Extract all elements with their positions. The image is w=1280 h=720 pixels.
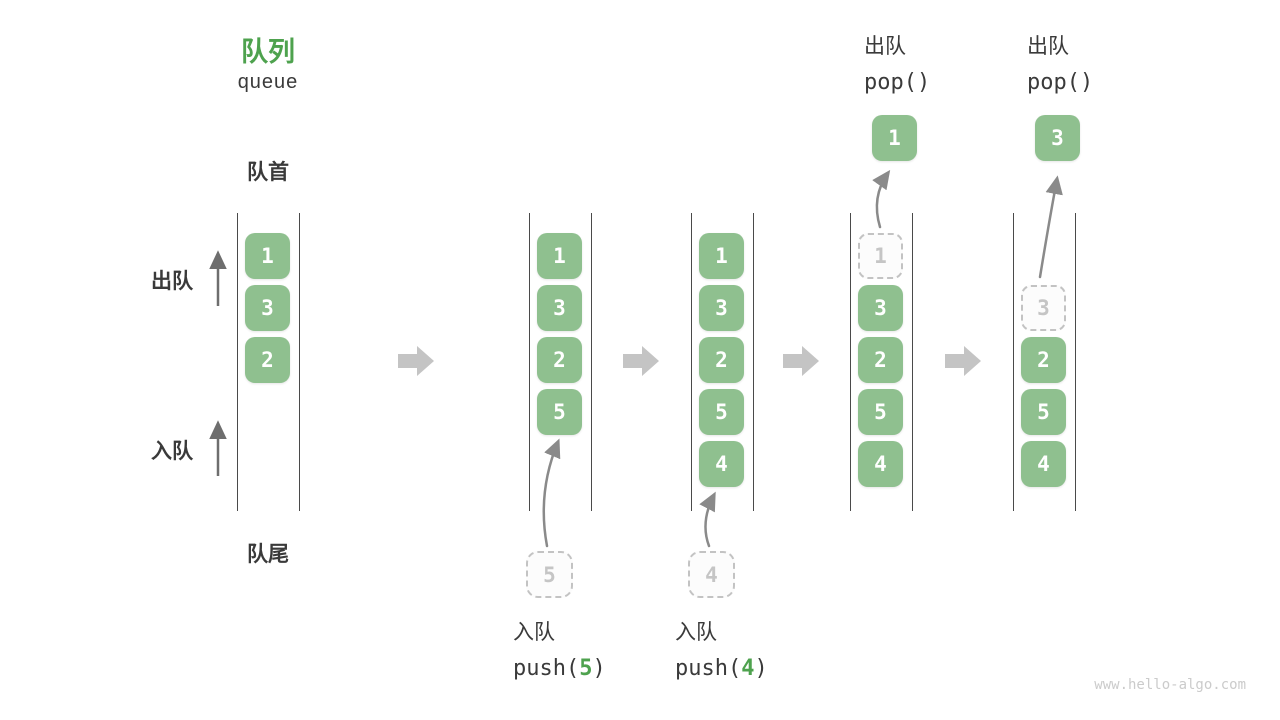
op-label-state-pop-3: 出队 pop()	[1027, 30, 1093, 95]
diagram-title-zh: 队列	[241, 37, 295, 67]
queue-cell-1: 1	[699, 233, 744, 279]
popped-cell-3: 3	[1035, 115, 1080, 161]
op-title: 出队	[1027, 35, 1069, 58]
op-label-state-push-5: 入队 push(5)	[513, 616, 606, 681]
transition-arrow-4	[945, 346, 981, 376]
queue-cell-2: 2	[699, 337, 744, 383]
label-queue-front: 队首	[247, 161, 289, 184]
op-code-suffix: )	[754, 656, 768, 681]
op-title: 出队	[864, 35, 906, 58]
queue-cell-4: 4	[858, 441, 903, 487]
op-code-prefix: push(	[513, 656, 580, 681]
op-code: push(4)	[675, 656, 768, 681]
label-queue-rear: 队尾	[247, 543, 289, 566]
op-label-state-pop-1: 出队 pop()	[864, 30, 930, 95]
op-code: push(5)	[513, 656, 606, 681]
ghost-cell-3: 3	[1021, 285, 1066, 331]
transition-arrow-2	[623, 346, 659, 376]
op-code-prefix: pop(	[1027, 70, 1080, 95]
queue-cell-4: 4	[699, 441, 744, 487]
watermark: www.hello-algo.com	[1094, 677, 1246, 693]
label-enqueue-direction: 入队	[151, 440, 193, 463]
staged-cell-5: 5	[526, 551, 573, 598]
ghost-cell-1: 1	[858, 233, 903, 279]
queue-cell-2: 2	[1021, 337, 1066, 383]
queue-column-5	[1013, 213, 1076, 511]
queue-cell-5: 5	[699, 389, 744, 435]
queue-cell-2: 2	[245, 337, 290, 383]
op-code-prefix: push(	[675, 656, 742, 681]
queue-cell-1: 1	[245, 233, 290, 279]
op-code-suffix: )	[1079, 70, 1094, 95]
queue-column-1	[237, 213, 300, 511]
op-code-suffix: )	[916, 70, 931, 95]
transition-arrow-1	[398, 346, 434, 376]
queue-column-4	[850, 213, 913, 511]
popped-cell-1: 1	[872, 115, 917, 161]
queue-cell-4: 4	[1021, 441, 1066, 487]
op-code-argument: 5	[579, 656, 593, 681]
op-code-prefix: pop(	[864, 70, 917, 95]
queue-cell-5: 5	[858, 389, 903, 435]
transition-arrow-3	[783, 346, 819, 376]
op-label-state-push-4: 入队 push(4)	[675, 616, 768, 681]
queue-cell-5: 5	[1021, 389, 1066, 435]
queue-cell-3: 3	[245, 285, 290, 331]
label-dequeue-direction: 出队	[151, 270, 193, 293]
op-title: 入队	[513, 621, 555, 644]
op-title: 入队	[675, 621, 717, 644]
queue-cell-3: 3	[699, 285, 744, 331]
queue-cell-5: 5	[537, 389, 582, 435]
op-code-suffix: )	[592, 656, 606, 681]
staged-cell-4: 4	[688, 551, 735, 598]
op-code: pop()	[1027, 70, 1093, 95]
queue-column-3	[691, 213, 754, 511]
diagram-title-en: queue	[237, 71, 299, 93]
queue-cell-2: 2	[858, 337, 903, 383]
queue-cell-1: 1	[537, 233, 582, 279]
queue-cell-3: 3	[858, 285, 903, 331]
op-code-argument: 4	[741, 656, 755, 681]
queue-cell-2: 2	[537, 337, 582, 383]
queue-column-2	[529, 213, 592, 511]
queue-cell-3: 3	[537, 285, 582, 331]
op-code: pop()	[864, 70, 930, 95]
